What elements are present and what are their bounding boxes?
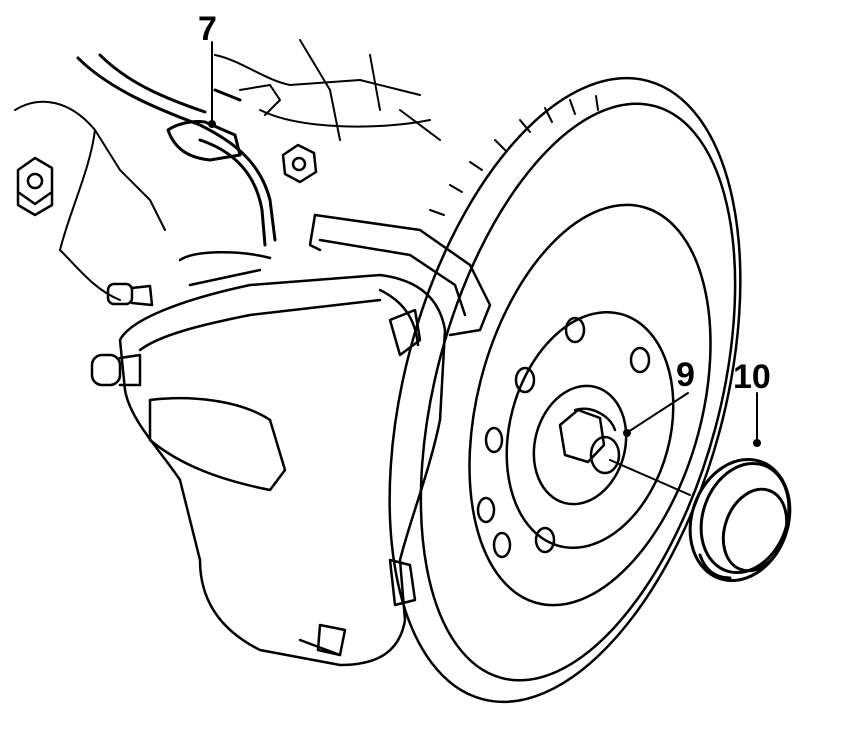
hub-nut [558,407,621,475]
bleeder-valve [106,282,154,307]
callout-dot-9 [623,429,631,437]
disc-vents [429,95,599,216]
brake-caliper [118,273,447,667]
caliper-carrier [178,213,492,337]
knuckle-bolt [16,156,54,217]
callout-label-9: 9 [676,356,695,394]
callout-label-7: 7 [198,10,217,48]
caliper-carrier-bolt [281,143,318,184]
caliper-guide-pins [90,353,417,607]
wear-sensor-wire [239,84,431,128]
dust-cap [688,457,792,583]
callout-label-10: 10 [733,358,771,396]
steering-knuckle [14,39,441,301]
callout-dot-10 [753,439,761,447]
callout-dot-7 [208,120,216,128]
leader-lines [211,41,758,496]
brake-disc [388,76,742,704]
brake-hose [76,53,277,247]
wheel-bolt-holes [476,316,651,559]
